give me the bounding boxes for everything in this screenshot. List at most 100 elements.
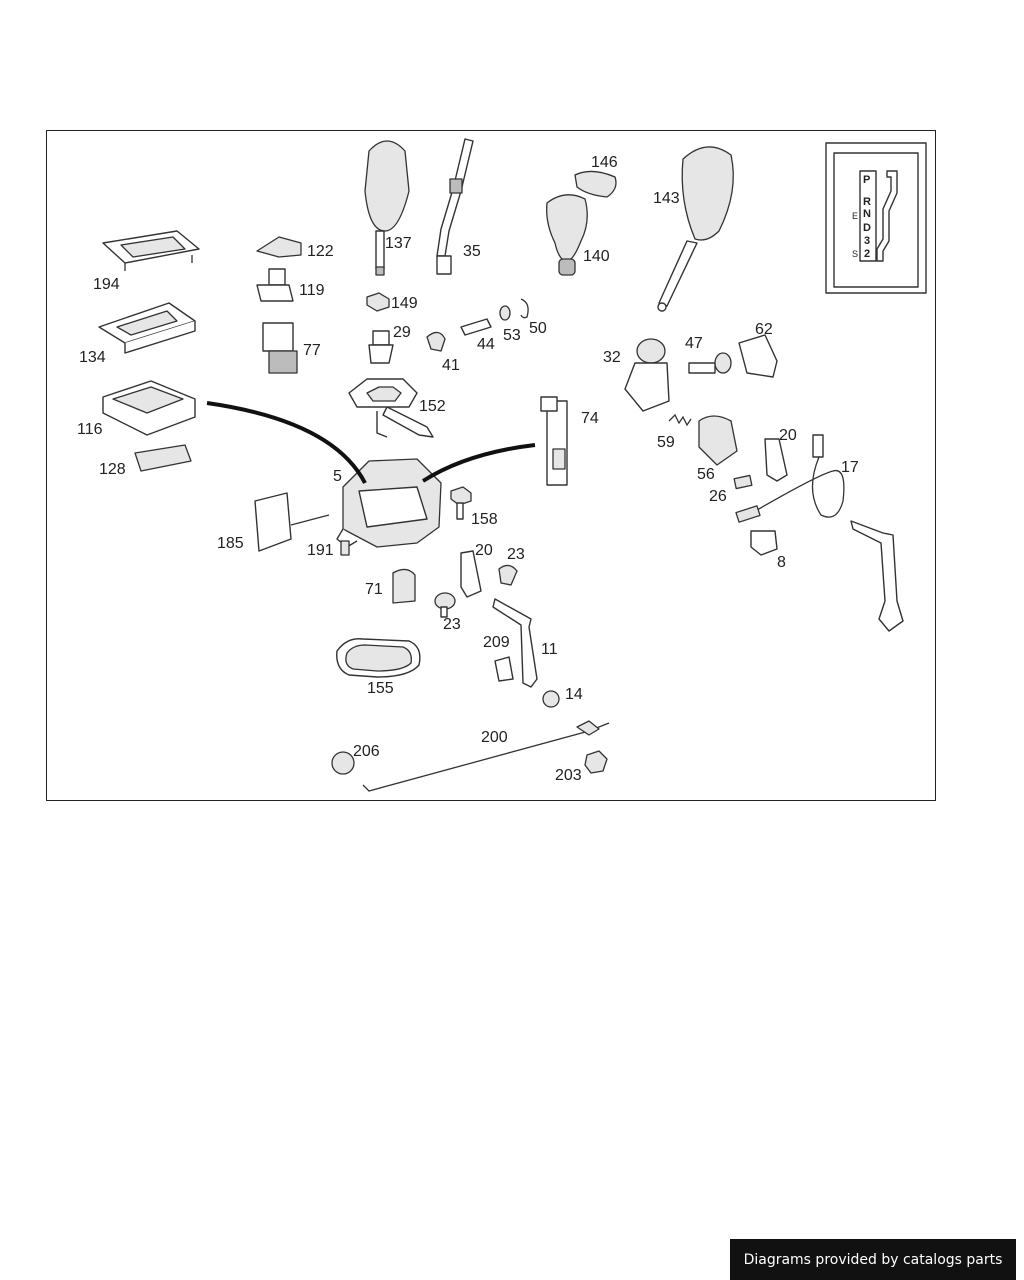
label-59: 59 xyxy=(657,434,675,451)
label-200: 200 xyxy=(481,729,508,746)
part-35-shift-rod xyxy=(436,138,474,275)
part-185-plate xyxy=(254,492,292,552)
label-62: 62 xyxy=(755,321,773,338)
label-140: 140 xyxy=(583,248,610,265)
part-29-bracket xyxy=(368,330,394,364)
part-20-lever-middle xyxy=(460,550,482,598)
part-11-lever-rod xyxy=(492,598,538,688)
part-191-pin xyxy=(340,540,350,556)
part-122-clip xyxy=(256,236,302,258)
part-41-clip xyxy=(426,331,446,352)
label-149: 149 xyxy=(391,295,418,312)
label-146: 146 xyxy=(591,154,618,171)
credit-banner: Diagrams provided by catalogs parts xyxy=(730,1239,1016,1280)
label-23-lower: 23 xyxy=(443,616,461,633)
label-128: 128 xyxy=(99,461,126,478)
gate-label-s: S xyxy=(852,249,858,259)
label-143: 143 xyxy=(653,190,680,207)
part-200-rod xyxy=(362,720,610,792)
label-206: 206 xyxy=(353,743,380,760)
parts-diagram-frame: P R N D E 3 S 2 xyxy=(46,130,936,801)
part-149-nut xyxy=(366,292,390,312)
part-5-shifter-housing xyxy=(336,458,442,548)
label-35: 35 xyxy=(463,243,481,260)
part-14-bushing xyxy=(542,690,560,708)
part-53-washer xyxy=(499,305,511,321)
part-128-seal xyxy=(134,444,192,472)
label-23-upper: 23 xyxy=(507,546,525,563)
part-59-spring xyxy=(668,413,692,427)
part-140-knob xyxy=(546,194,588,276)
part-47-bolt xyxy=(688,352,732,374)
part-17-cable xyxy=(735,434,845,523)
arrow-116-to-5 xyxy=(206,401,367,484)
part-74-lever-bracket xyxy=(540,396,568,486)
shift-lever-arm xyxy=(850,520,904,632)
label-203: 203 xyxy=(555,767,582,784)
part-143-knob-with-rod xyxy=(657,146,734,312)
part-56-lever xyxy=(698,415,738,466)
label-32: 32 xyxy=(603,349,621,366)
part-23-grommet-upper xyxy=(498,564,518,586)
label-56: 56 xyxy=(697,466,715,483)
label-41: 41 xyxy=(442,357,460,374)
part-20-lever-upper xyxy=(764,438,788,482)
part-137-shift-knob xyxy=(364,140,410,276)
part-50-circlip xyxy=(520,298,529,319)
label-116: 116 xyxy=(77,421,103,438)
part-194-trim-frame xyxy=(102,230,200,271)
part-158-bolt xyxy=(450,486,472,520)
part-119-switch xyxy=(256,268,294,302)
label-155: 155 xyxy=(367,680,394,697)
part-152-boot xyxy=(348,378,434,438)
label-134: 134 xyxy=(79,349,106,366)
label-14: 14 xyxy=(565,686,583,703)
label-71: 71 xyxy=(365,581,383,598)
label-29: 29 xyxy=(393,324,411,341)
part-71-bushing xyxy=(392,568,416,604)
part-206-bushing xyxy=(331,751,355,775)
label-53: 53 xyxy=(503,327,521,344)
label-77: 77 xyxy=(303,342,321,359)
label-119: 119 xyxy=(299,282,325,299)
part-134-cover xyxy=(98,302,196,354)
label-5: 5 xyxy=(333,468,342,485)
part-62-clip xyxy=(738,334,778,378)
exploded-parts-diagram: P R N D E 3 S 2 xyxy=(77,138,927,792)
gate-label-e: E xyxy=(852,211,858,221)
part-44-pin xyxy=(460,318,492,336)
gate-label-3: 3 xyxy=(864,235,870,247)
part-32-pivot xyxy=(624,338,670,412)
label-17: 17 xyxy=(841,459,859,476)
part-8-clip xyxy=(750,530,778,556)
label-74: 74 xyxy=(581,410,599,427)
label-122: 122 xyxy=(307,243,334,260)
label-152: 152 xyxy=(419,398,446,415)
label-8: 8 xyxy=(777,554,786,571)
label-191: 191 xyxy=(307,542,334,559)
gate-label-n: N xyxy=(863,208,871,220)
label-11: 11 xyxy=(541,641,558,658)
label-185: 185 xyxy=(217,535,244,552)
part-26-pin xyxy=(733,474,753,490)
gate-label-2: 2 xyxy=(864,248,870,260)
label-20-middle: 20 xyxy=(475,542,493,559)
arrow-74-to-5 xyxy=(421,443,536,483)
gate-label-p: P xyxy=(863,174,870,186)
part-23-grommet-lower xyxy=(434,592,456,618)
shift-gate-indicator: P R N D E 3 S 2 xyxy=(825,142,927,294)
part-203-nut xyxy=(584,750,608,774)
label-20-upper: 20 xyxy=(779,427,797,444)
label-44: 44 xyxy=(477,336,495,353)
part-77-module xyxy=(262,322,298,374)
label-26: 26 xyxy=(709,488,727,505)
label-158: 158 xyxy=(471,511,498,528)
label-194: 194 xyxy=(93,276,120,293)
gate-label-d: D xyxy=(863,222,871,234)
part-146-cap xyxy=(574,170,617,198)
label-137: 137 xyxy=(385,235,412,252)
part-116-housing xyxy=(102,380,196,436)
label-47: 47 xyxy=(685,335,703,352)
label-50: 50 xyxy=(529,320,547,337)
gate-label-r: R xyxy=(863,196,871,208)
